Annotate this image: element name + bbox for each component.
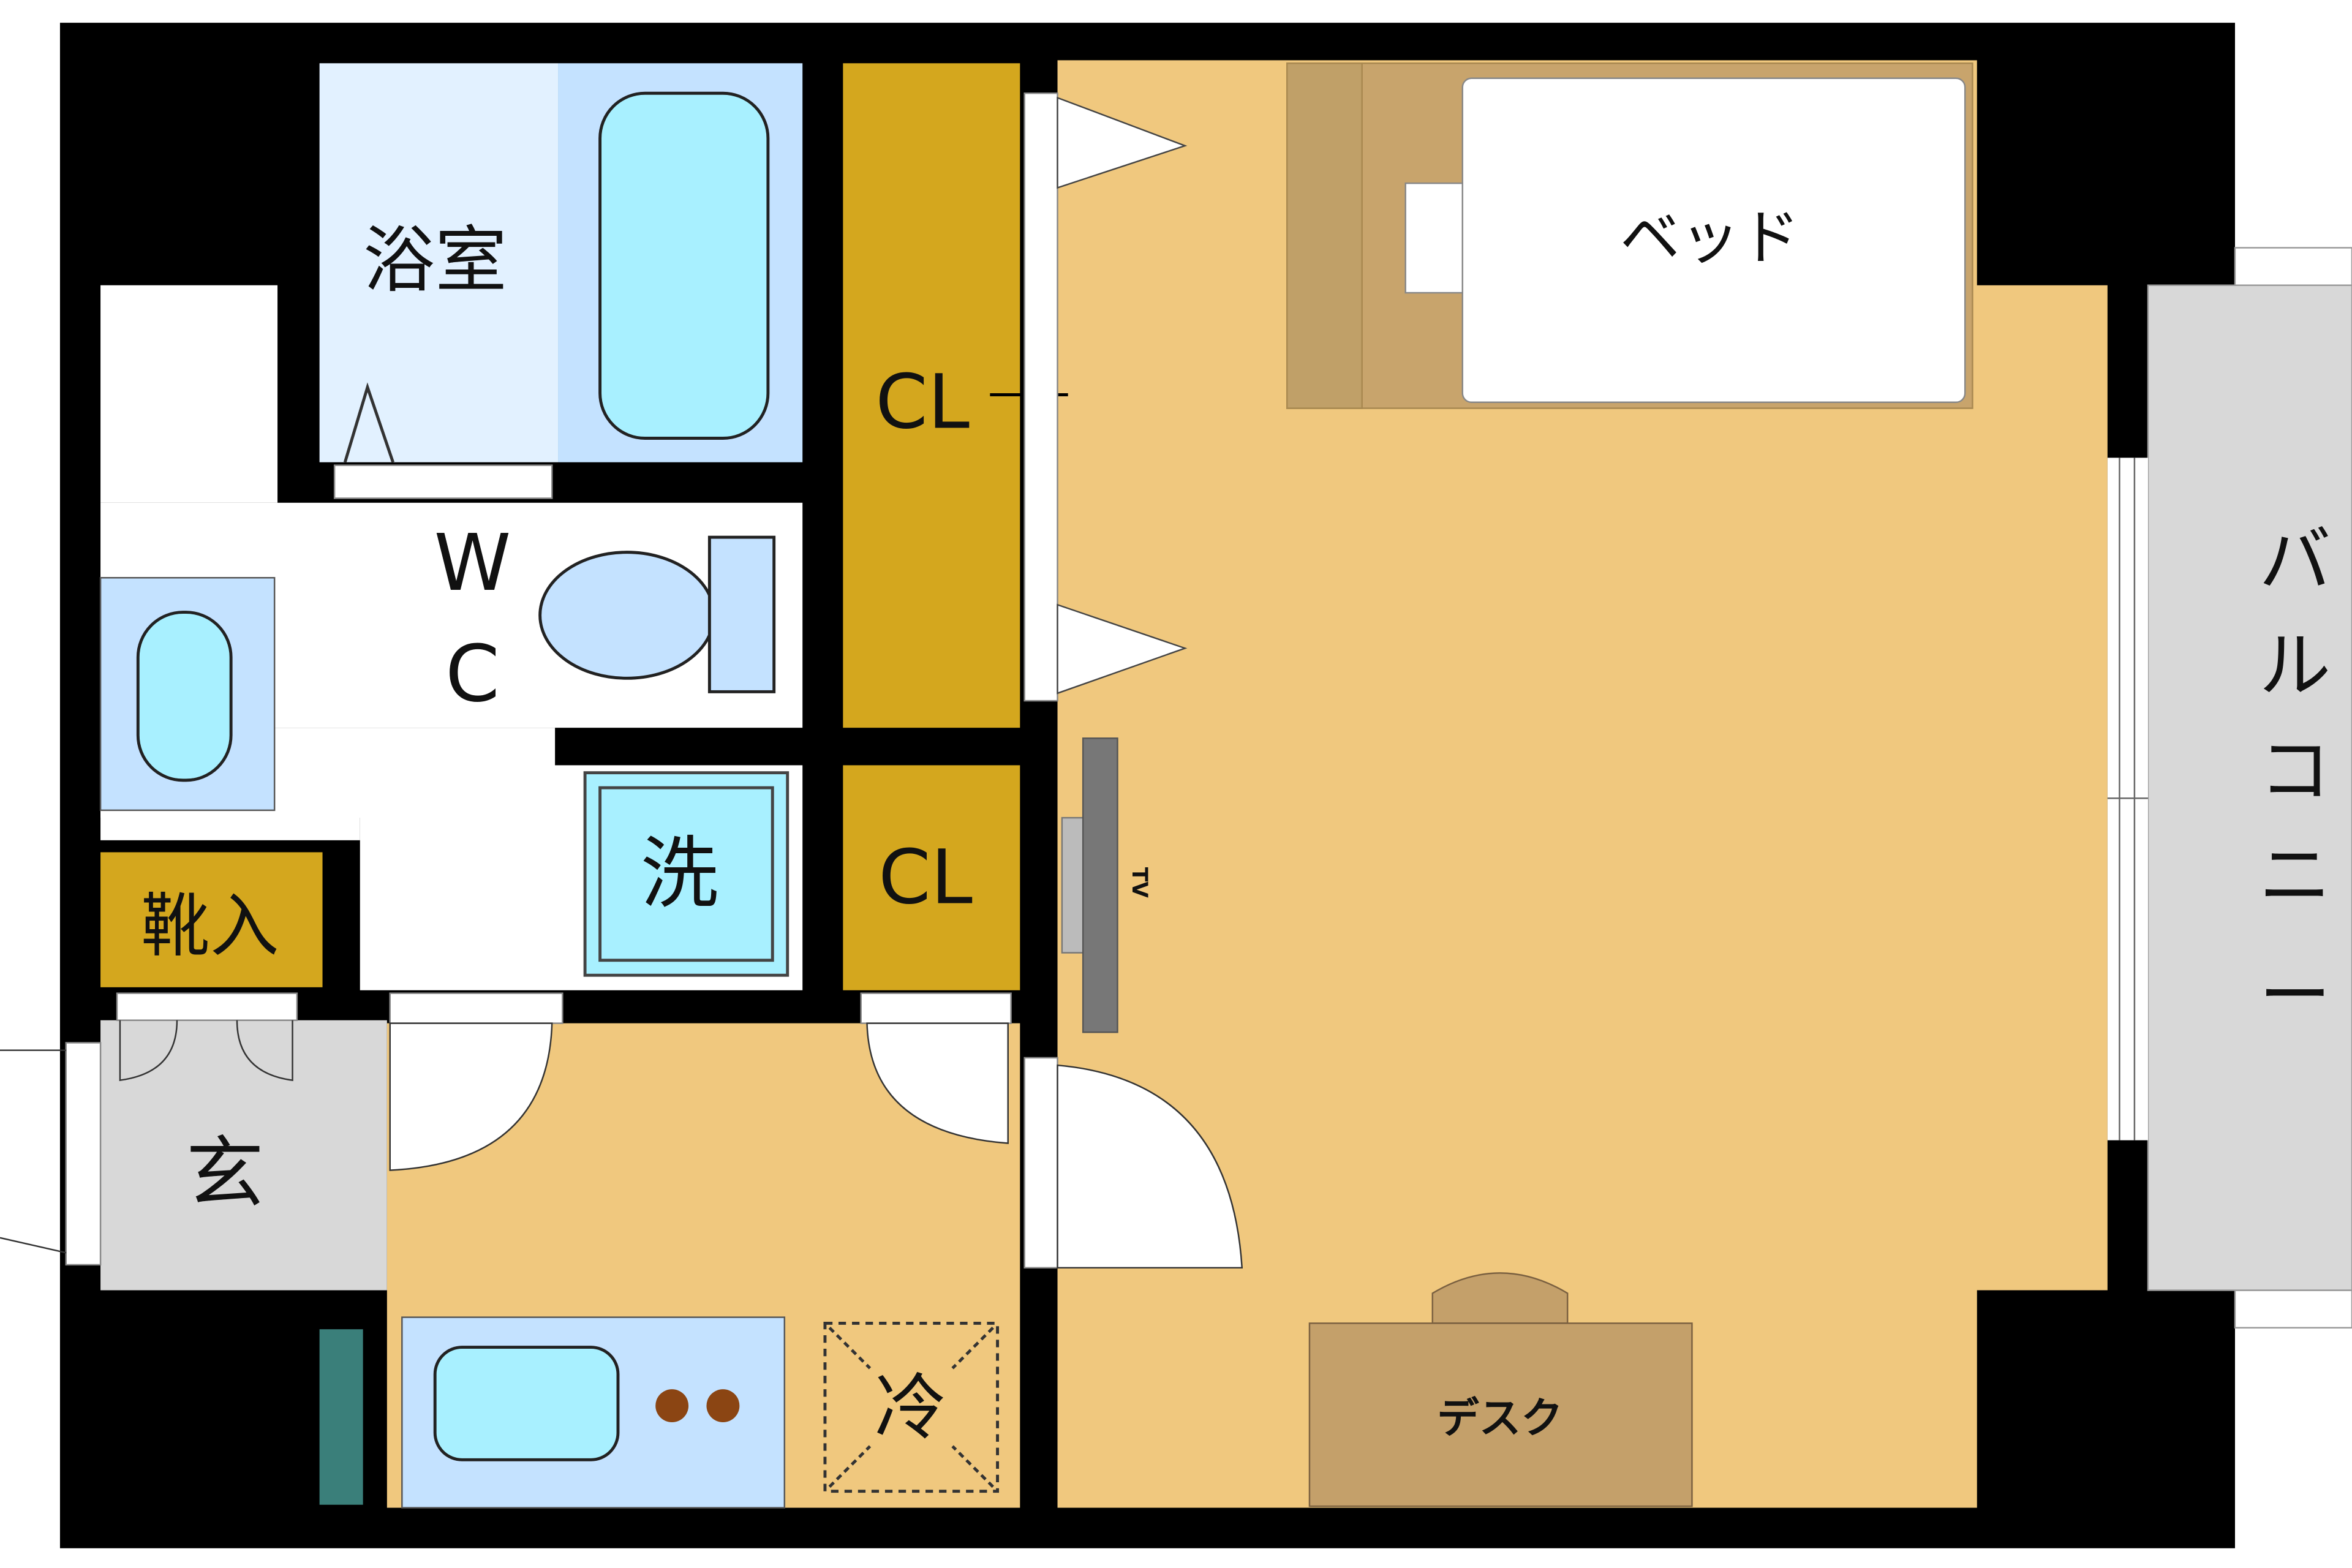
plan-shape (116, 992, 298, 1021)
room-door[interactable] (1057, 1064, 1243, 1269)
fridge: 冷 (823, 1321, 1000, 1493)
room-label: C (445, 629, 500, 720)
washer: 洗 (583, 771, 790, 977)
bed: ベッド (1286, 62, 1973, 409)
room-label: W (434, 518, 511, 609)
room-label: コ (2259, 728, 2331, 812)
plan-shape (823, 1321, 1000, 1493)
kitchen-sink (433, 1346, 620, 1461)
bathroom (319, 63, 559, 462)
room-label: CL (875, 358, 970, 445)
room-label: 玄 (186, 1129, 264, 1219)
plan-shape (538, 551, 716, 680)
plan-shape (1308, 1322, 1693, 1507)
room-label: 浴室 (363, 219, 507, 303)
plan-shape (860, 992, 1012, 1024)
closet-door-swing-bottom (1057, 603, 1188, 695)
room-label: 洗 (641, 829, 718, 919)
stove-burner (655, 1389, 689, 1423)
balcony-label: バ ル コ ニ ー (2259, 519, 2331, 1038)
entrance (100, 1020, 387, 1291)
plan-shape (1061, 816, 1085, 954)
shoe-cabinet (100, 852, 323, 987)
plan-shape (707, 535, 776, 693)
teal-panel (319, 1329, 363, 1505)
balcony-rail-top (2234, 247, 2352, 286)
wc-door[interactable] (389, 1022, 553, 1171)
room-label: CL (878, 834, 973, 921)
room-label: ベッド (1620, 203, 1800, 273)
bathtub (598, 91, 770, 440)
closet-door[interactable] (866, 1022, 1009, 1144)
tv: TV (1061, 737, 1152, 1033)
closet-bottom (843, 765, 1020, 990)
room-label: 冷 (875, 1366, 947, 1450)
room-label: ニ (2259, 834, 2331, 918)
plan-shape (1082, 737, 1118, 1033)
wash-basin (99, 577, 276, 812)
hall-white (100, 285, 278, 503)
room-label: デスク (1437, 1394, 1563, 1443)
plan-shape (100, 810, 360, 840)
desk: デスク (1308, 1272, 1693, 1507)
front-door[interactable] (65, 1042, 102, 1266)
plan-shape (1431, 1272, 1569, 1324)
balcony-rail-bottom (2234, 1289, 2352, 1329)
main-room-floor (1057, 60, 2108, 1508)
closet-door-swing-top (1057, 96, 1188, 189)
plan-shape (343, 382, 394, 463)
plan-shape (0, 1049, 67, 1254)
balcony (2147, 284, 2352, 1291)
room-label: TV (1127, 867, 1152, 898)
toilet (538, 535, 776, 693)
room-label: ル (2259, 624, 2331, 707)
pillow (1404, 182, 1463, 294)
room-label: ー (2259, 954, 2331, 1038)
stove-burner (706, 1389, 740, 1423)
plan-shape (136, 611, 233, 782)
plan-shape (333, 464, 553, 499)
closet-doors[interactable] (1023, 92, 1058, 702)
plan-shape (119, 1020, 293, 1082)
room-label: バ (2259, 519, 2331, 603)
plan-shape (1286, 62, 1363, 409)
room-label: 靴入 (141, 886, 279, 967)
plan-shape (598, 786, 774, 962)
plan-shape (389, 992, 564, 1024)
plan-shape (1023, 1057, 1058, 1269)
